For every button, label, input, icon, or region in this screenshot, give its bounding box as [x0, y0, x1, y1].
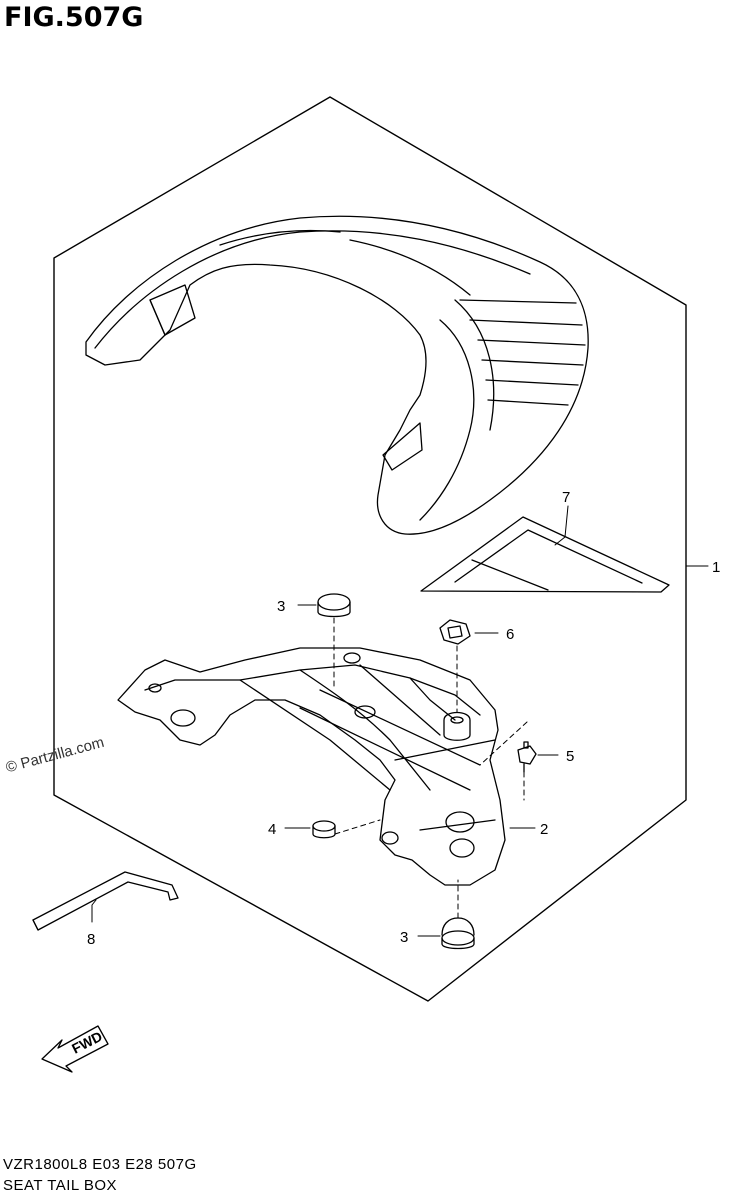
- cushion-dome[interactable]: [443, 711, 471, 741]
- grommet-lower[interactable]: [441, 917, 475, 950]
- figure-title: FIG.507G: [4, 2, 144, 33]
- callout-8: 8: [87, 931, 95, 948]
- callout-3-lower: 3: [400, 929, 408, 946]
- figure-code: VZR1800L8 E03 E28 507G: [3, 1156, 197, 1173]
- grommet-upper[interactable]: [317, 593, 351, 618]
- figure-name: SEAT TAIL BOX: [3, 1177, 118, 1194]
- callout-4: 4: [268, 821, 276, 838]
- callout-2: 2: [540, 821, 548, 838]
- seat-tail-cover[interactable]: [85, 215, 589, 535]
- callout-7: 7: [562, 489, 570, 506]
- callout-leaders: [91, 505, 709, 937]
- cushion-4[interactable]: [312, 820, 336, 839]
- bolt-5[interactable]: [517, 741, 537, 773]
- assembly-leaders: [333, 617, 528, 919]
- callout-3-upper: 3: [277, 598, 285, 615]
- assembly-outline: [53, 96, 687, 1002]
- allen-wrench[interactable]: [32, 871, 179, 931]
- callout-6: 6: [506, 626, 514, 643]
- fwd-arrow: FWD: [41, 1025, 109, 1073]
- callout-5: 5: [566, 748, 574, 765]
- trim-strip[interactable]: [420, 516, 670, 593]
- nut-6[interactable]: [439, 619, 471, 645]
- fwd-label: FWD: [69, 1028, 105, 1057]
- base-frame[interactable]: [117, 647, 506, 886]
- callout-1: 1: [712, 559, 720, 576]
